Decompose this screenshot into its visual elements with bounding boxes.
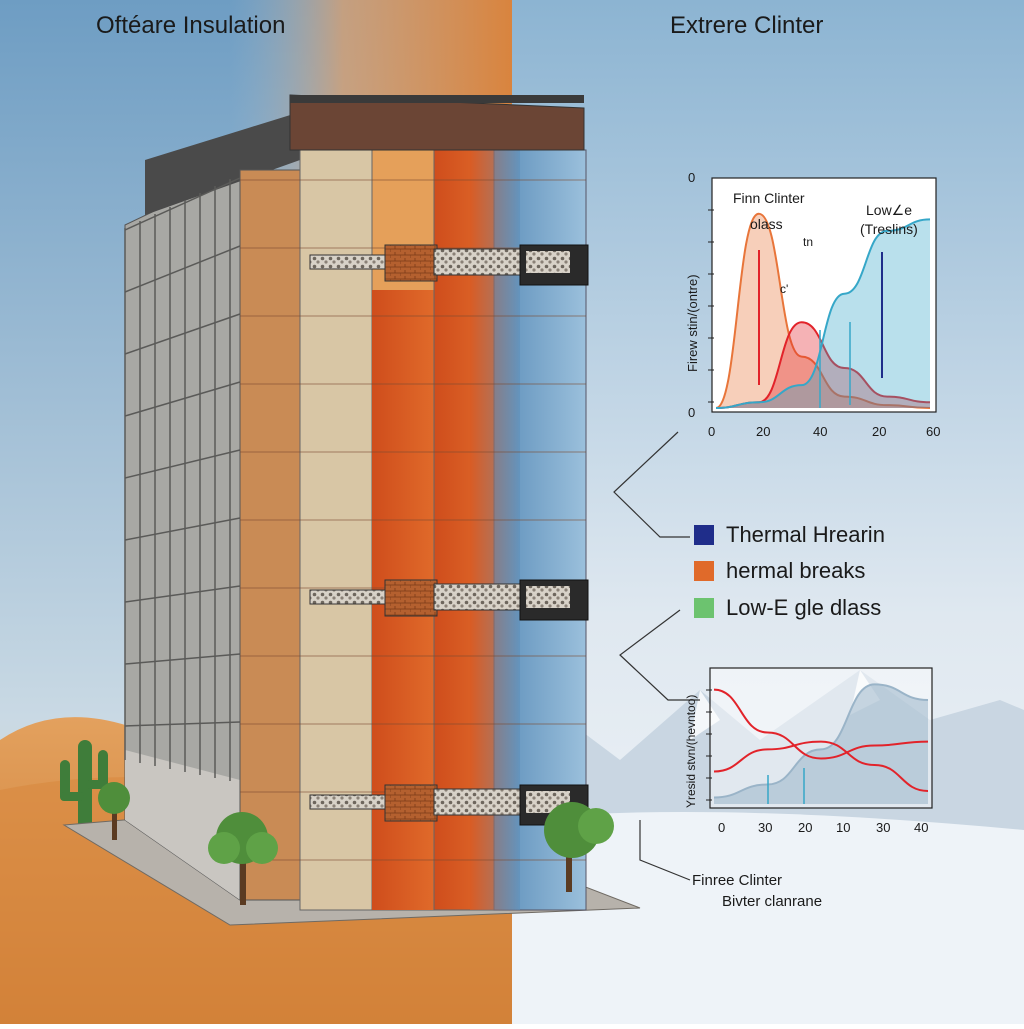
top-chart-annotation-3: Low∠e (866, 202, 913, 218)
top-chart-x-tick: 60 (926, 424, 941, 439)
top-chart-x-tick: 20 (756, 424, 771, 439)
series-area (716, 219, 930, 408)
legend-swatch (694, 598, 714, 618)
insulation-layer (299, 99, 373, 911)
legend-item-thermal: Thermal Hrearin (694, 521, 885, 549)
series-area (714, 684, 928, 804)
leader-lines (613, 431, 700, 881)
top-chart-y-label: Firew stin/(ontre) (685, 274, 700, 372)
floor-line (124, 653, 241, 665)
slab-insulation (309, 589, 391, 605)
bottom-callout-line2: Bivter clanrane (722, 893, 823, 910)
series-area (716, 322, 930, 408)
top-chart-y-tick: 0 (688, 170, 696, 185)
top-chart-x-tick: 0 (708, 424, 716, 439)
series-line (713, 683, 929, 799)
slab-cap-fill (526, 251, 570, 273)
legend-label: Low-E gle dlass (726, 595, 882, 620)
floor-line (124, 381, 241, 417)
top-chart (708, 177, 937, 413)
series-line (713, 740, 929, 792)
floor-line (124, 313, 241, 355)
thermal-break-slab (309, 579, 589, 621)
floor-line (124, 177, 241, 231)
balcony-column (239, 169, 311, 901)
tree-left (208, 812, 278, 905)
legend-item-breaks: hermal breaks (694, 557, 865, 585)
top-chart-x-tick: 20 (872, 424, 887, 439)
series-line (713, 688, 929, 760)
legend-label: hermal breaks (726, 558, 866, 583)
left-title: Oftéare Insulation (96, 12, 286, 39)
top-chart-plot-area (711, 177, 937, 413)
bottom-chart-x-tick: 10 (836, 820, 851, 835)
top-chart-annotation-2: olass (750, 216, 783, 232)
floor-line (124, 449, 241, 479)
floor-line (124, 245, 241, 293)
top-chart-annotation-4: (Treslins) (860, 221, 918, 237)
thermal-break-slab (309, 244, 589, 286)
slab-insulation (309, 254, 391, 270)
slab-brick (384, 784, 438, 822)
bottom-chart-x-tick: 0 (718, 820, 726, 835)
legend-swatch (694, 525, 714, 545)
floor-line (124, 721, 241, 727)
series-line (715, 212, 931, 409)
bottom-chart-y-label: Yresid stvn/(hevntoo) (684, 694, 698, 808)
slab-core (433, 583, 525, 611)
bottom-chart-x-tick: 20 (798, 820, 813, 835)
snow-ground (512, 812, 1024, 1024)
slab-core (433, 248, 525, 276)
legend-swatch (694, 561, 714, 581)
right-title: Extrere Clinter (670, 12, 824, 39)
tree-right (544, 802, 614, 892)
bottom-chart-x-tick: 30 (758, 820, 773, 835)
slab-insulation (309, 794, 391, 810)
floor-line (124, 585, 241, 603)
floor-line (124, 517, 241, 541)
series-area (716, 213, 930, 408)
building-side-facade (124, 112, 300, 901)
top-chart-annotation-1: Finn Clinter (733, 190, 805, 206)
legend-item-lowe: Low-E gle dlass (694, 594, 881, 622)
series-line (715, 218, 931, 409)
slab-brick (384, 579, 438, 617)
top-chart-y-tick: 0 (688, 405, 696, 420)
tree-desert (98, 782, 130, 840)
roof-parapet (289, 94, 585, 151)
legend-label: Thermal Hrearin (726, 522, 885, 547)
bottom-chart-x-tick: 30 (876, 820, 891, 835)
slab-cap-fill (526, 586, 570, 608)
top-chart-x-tick: 40 (813, 424, 828, 439)
slab-core (433, 788, 525, 816)
bottom-chart-x-tick: 40 (914, 820, 929, 835)
slab-brick (384, 244, 438, 282)
top-chart-annotation-6: c' (780, 282, 789, 296)
bottom-callout-line1: Finree Clinter (692, 872, 783, 889)
top-chart-annotation-5: tn (803, 235, 814, 249)
bottom-chart (706, 667, 933, 809)
cactus (60, 740, 108, 830)
